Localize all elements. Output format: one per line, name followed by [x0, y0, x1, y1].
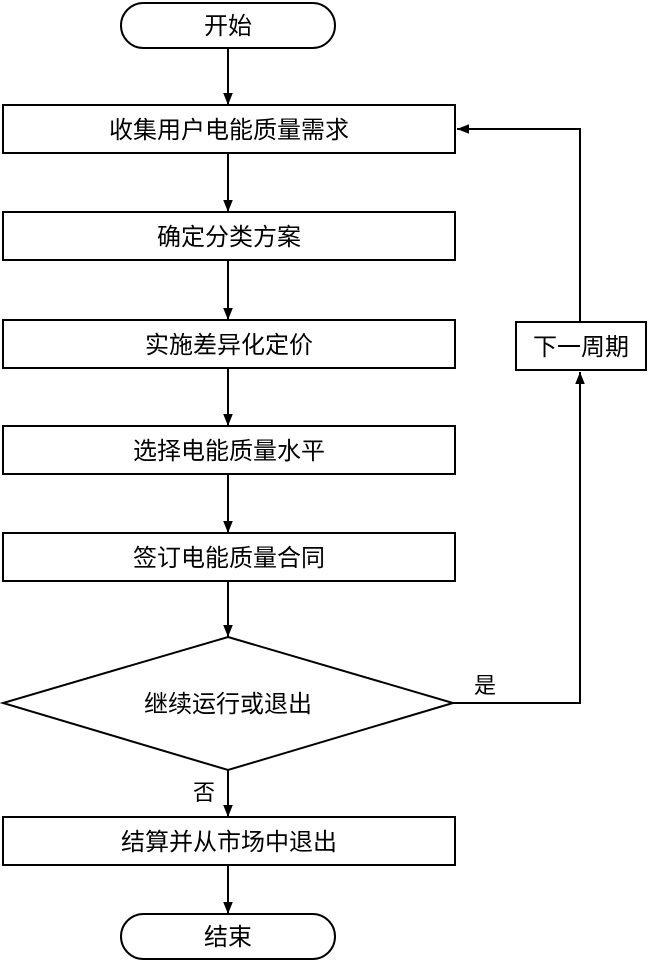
step-contract-label: 签订电能质量合同: [133, 544, 325, 572]
step-pricing-box: [2, 319, 456, 369]
next-period-label: 下一周期: [533, 333, 629, 361]
edge-no-label: 否: [193, 781, 215, 806]
end-label: 结束: [204, 923, 252, 951]
step-collect-box: [2, 104, 456, 154]
start-label: 开始: [204, 12, 252, 40]
step-pricing-label: 实施差异化定价: [145, 331, 313, 359]
edge-decision-yes: [453, 372, 585, 704]
step-select-label: 选择电能质量水平: [133, 437, 325, 465]
step-settle-box: [2, 816, 456, 866]
step-settle-label: 结算并从市场中退出: [121, 828, 337, 856]
step-select-box: [2, 425, 456, 475]
step-collect-label: 收集用户电能质量需求: [109, 116, 349, 144]
step-classify-label: 确定分类方案: [157, 223, 301, 251]
step-contract-box: [2, 532, 456, 582]
decision-label: 继续运行或退出: [144, 690, 312, 718]
edge-yes-label: 是: [474, 674, 496, 699]
edge-next-period-collect: [457, 124, 581, 322]
end-terminal: [120, 913, 336, 960]
